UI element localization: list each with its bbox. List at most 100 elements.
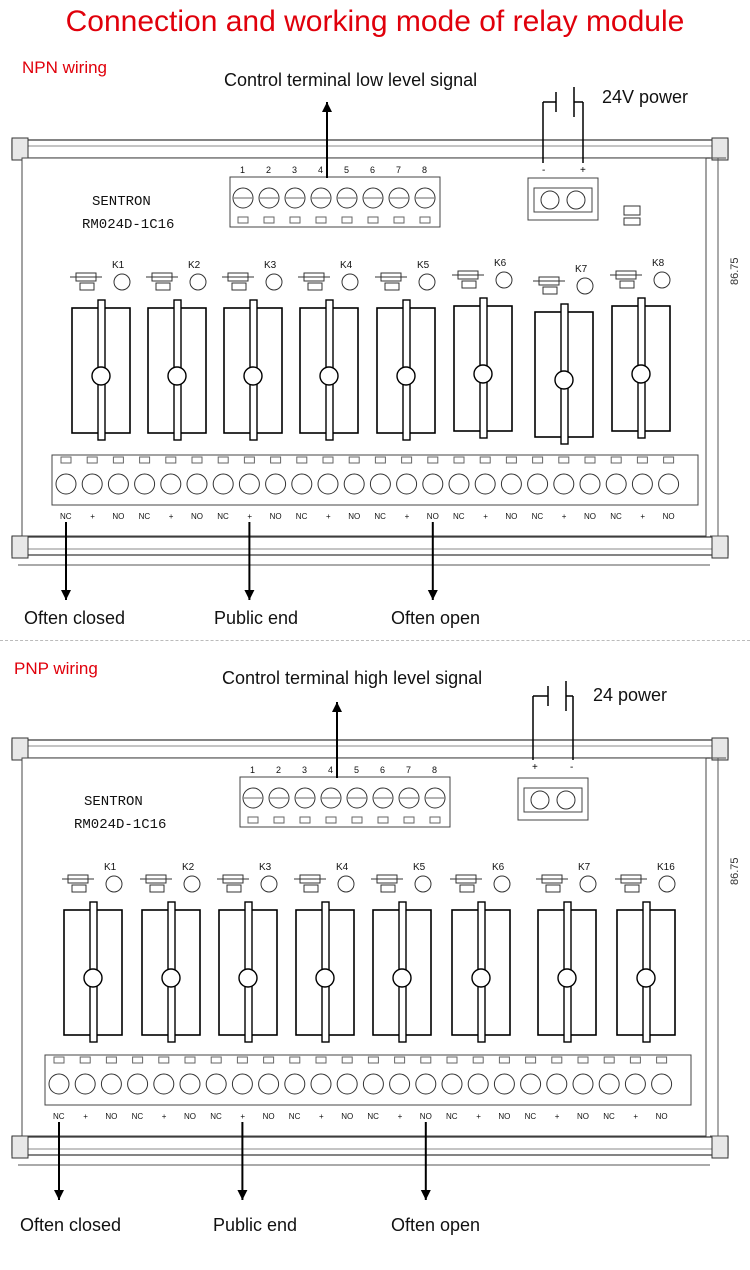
output-terminal-tab	[498, 1056, 510, 1064]
relay-diode-2	[183, 875, 201, 893]
terminal-tab	[367, 216, 379, 224]
output-label-6: NO	[184, 1112, 196, 1121]
output-terminal-tab	[446, 1056, 458, 1064]
output-label-18: NO	[498, 1112, 510, 1121]
terminal-tab	[325, 816, 337, 824]
rail-end-cap-top	[11, 737, 29, 761]
rail-end-cap-top	[711, 737, 729, 761]
output-terminal-tab	[243, 456, 255, 464]
power-led	[623, 205, 641, 216]
power-screw-1	[540, 190, 560, 210]
output-screw-12	[336, 1073, 358, 1095]
relay-resistor-3	[231, 282, 247, 291]
terminal-number-1: 1	[250, 765, 255, 775]
relay-label-2: K2	[182, 862, 195, 873]
output-terminal-tab	[394, 1056, 406, 1064]
output-label-18: NO	[505, 512, 517, 521]
output-label-13: NC	[367, 1112, 379, 1121]
relay-label-5: K5	[417, 260, 430, 271]
often-closed-arrow-head	[61, 590, 71, 600]
output-screw-2	[81, 473, 103, 495]
output-label-11: +	[326, 512, 331, 521]
terminal-tab	[315, 216, 327, 224]
relay-hole-4	[315, 968, 335, 988]
output-label-10: NC	[296, 512, 308, 521]
relay-hole-8	[636, 968, 656, 988]
dimension-text: 86.75	[729, 257, 741, 285]
terminal-number-5: 5	[354, 765, 359, 775]
output-screw-7	[205, 1073, 227, 1095]
output-screw-11	[317, 473, 339, 495]
relay-diode-5	[418, 273, 436, 291]
output-terminal-tab	[348, 456, 360, 464]
relay-diode-1	[113, 273, 131, 291]
output-terminal-tab	[479, 456, 491, 464]
output-label-1: NC	[53, 1112, 65, 1121]
terminal-tab	[247, 816, 259, 824]
output-label-2: +	[90, 512, 95, 521]
terminal-number-7: 7	[396, 165, 401, 175]
output-screw-23	[631, 473, 653, 495]
relay-label-4: K4	[336, 862, 349, 873]
terminal-number-2: 2	[266, 165, 271, 175]
relay-hole-6	[471, 968, 491, 988]
power-polarity-minus: +	[532, 762, 538, 773]
relay-resistor-6	[459, 884, 475, 893]
output-screw-6	[179, 1073, 201, 1095]
npn-often-open-label: Often open	[391, 608, 481, 628]
output-terminal-tab	[367, 1056, 379, 1064]
output-screw-10	[284, 1073, 306, 1095]
power-screw-2	[556, 790, 576, 810]
rail-end-cap-top	[11, 137, 29, 161]
terminal-tab	[289, 216, 301, 224]
output-label-24: NO	[663, 512, 675, 521]
relay-diode-3	[260, 875, 278, 893]
signal-arrow-head	[322, 102, 332, 112]
output-screw-17	[467, 1073, 489, 1095]
output-screw-23	[624, 1073, 646, 1095]
output-terminal-tab	[551, 1056, 563, 1064]
pnp-signal-label: Control terminal high level signal	[222, 668, 483, 688]
output-label-15: NO	[427, 512, 439, 521]
relay-label-3: K3	[264, 260, 277, 271]
output-terminal-tab	[139, 456, 151, 464]
relay-label-6: K6	[494, 258, 507, 269]
output-terminal-tab	[603, 1056, 615, 1064]
page-title: Connection and working mode of relay mod…	[65, 5, 685, 38]
bottom-din-rail	[11, 536, 729, 556]
rail-end-cap-bottom	[711, 1135, 729, 1159]
terminal-number-3: 3	[302, 765, 307, 775]
often-open-arrow-head	[420, 1190, 431, 1200]
output-terminal-tab	[584, 456, 596, 464]
dimension-text: 86.75	[729, 857, 741, 885]
output-screw-14	[389, 1073, 411, 1095]
relay-resistor-4	[307, 282, 323, 291]
output-label-12: NO	[348, 512, 360, 521]
output-screw-21	[579, 473, 601, 495]
npn-often-closed-label: Often closed	[24, 608, 126, 628]
relay-resistor-3	[226, 884, 242, 893]
output-screw-18	[493, 1073, 515, 1095]
output-label-24: NO	[656, 1112, 668, 1121]
pnp-power-label: 24 power	[593, 685, 668, 705]
terminal-tab	[341, 216, 353, 224]
output-terminal-tab	[401, 456, 413, 464]
output-terminal-tab	[296, 456, 308, 464]
output-screw-15	[422, 473, 444, 495]
output-terminal-tab	[53, 1056, 65, 1064]
output-label-19: NC	[525, 1112, 537, 1121]
output-screw-8	[231, 1073, 253, 1095]
output-screw-22	[605, 473, 627, 495]
relay-resistor-7	[545, 884, 561, 893]
output-screw-14	[396, 473, 418, 495]
terminal-number-4: 4	[328, 765, 333, 775]
output-terminal-tab	[236, 1056, 248, 1064]
output-terminal-tab	[86, 456, 98, 464]
relay-hole-1	[91, 366, 111, 386]
rail-end-cap-bottom	[11, 1135, 29, 1159]
terminal-number-1: 1	[240, 165, 245, 175]
relay-label-8: K8	[652, 258, 665, 269]
relay-label-1: K1	[104, 862, 117, 873]
output-terminal-tab	[472, 1056, 484, 1064]
